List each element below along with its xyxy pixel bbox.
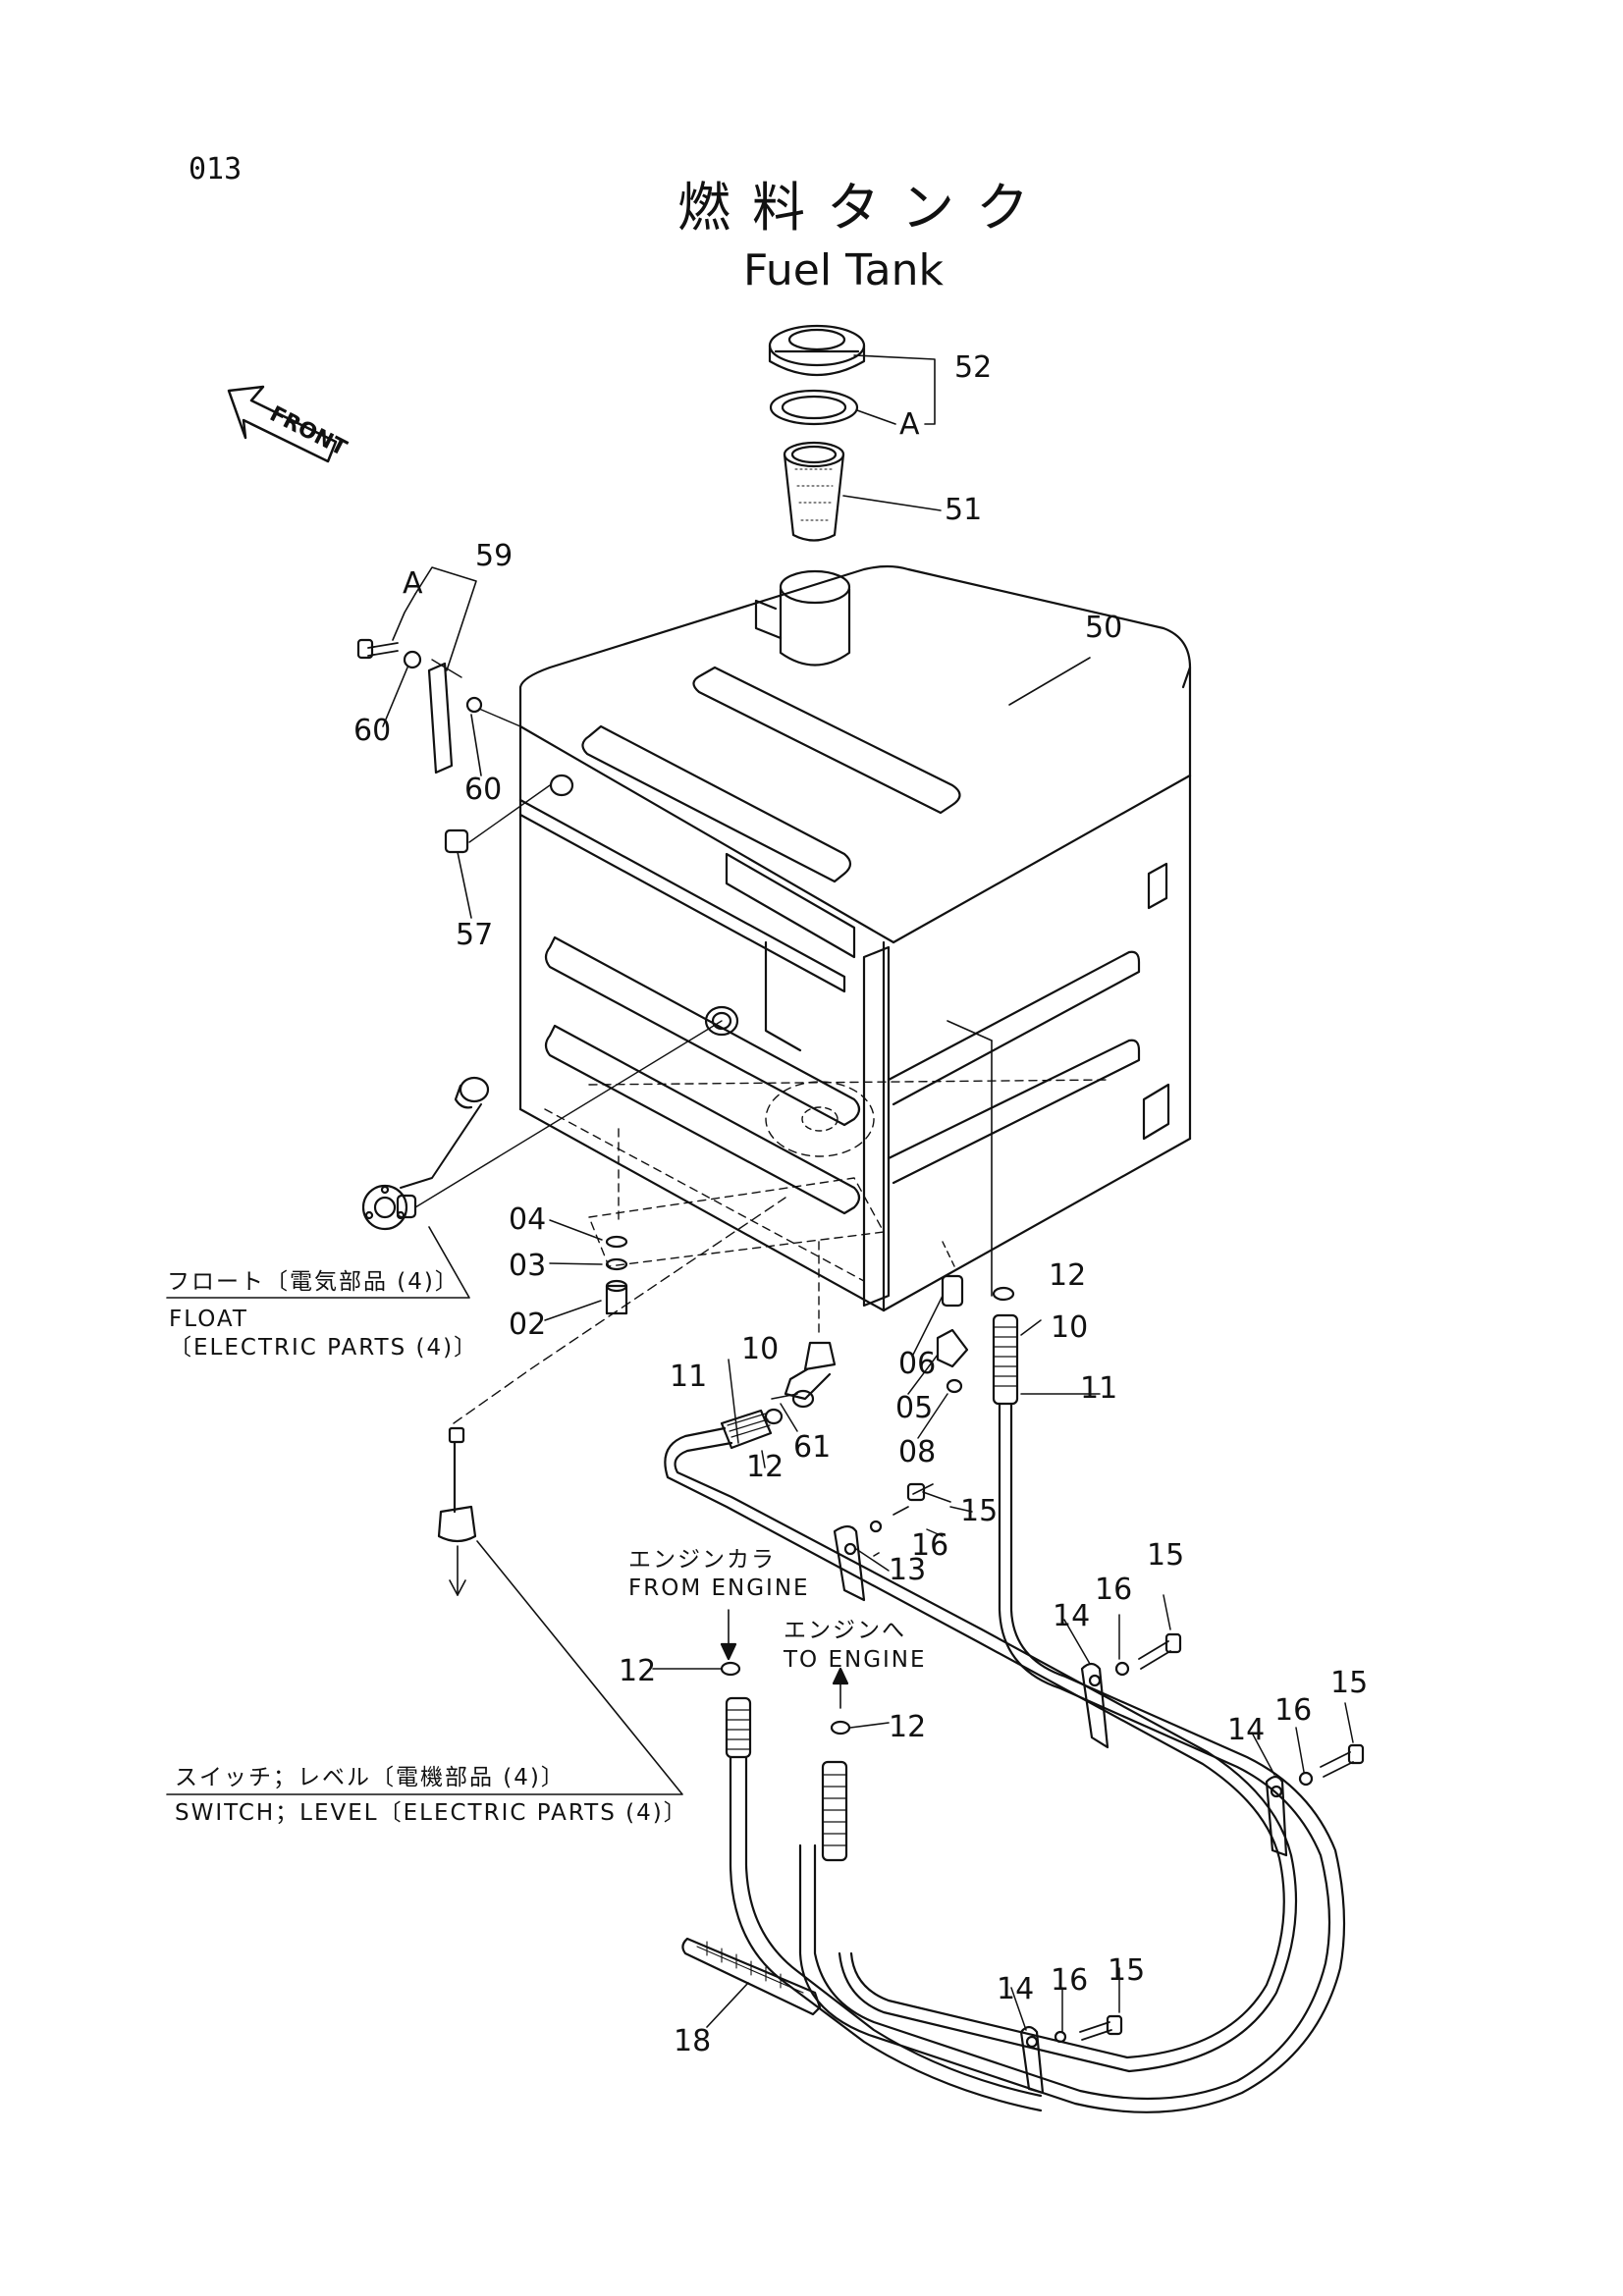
switch-note-jp: スイッチ；レベル〔電機部品 (4)〕 [175, 1765, 566, 1790]
part-number: 15 [960, 1494, 999, 1528]
filler-cap [770, 326, 864, 375]
part-number: 61 [793, 1430, 832, 1465]
cap-gasket [771, 391, 857, 424]
outlet-elbow [772, 1242, 835, 1431]
front-arrow-icon: FRONT [229, 387, 351, 461]
drain-plug [446, 785, 550, 918]
part-number: 16 [1095, 1573, 1133, 1607]
part-number: 12 [1049, 1258, 1087, 1293]
float-note-jp: フロート〔電気部品 (4)〕 [167, 1269, 460, 1295]
part-number: 16 [911, 1528, 949, 1563]
part-number: 06 [898, 1347, 937, 1381]
part-number: 03 [509, 1249, 547, 1283]
part-number: 13 [889, 1553, 927, 1587]
from-engine-jp: エンジンカラ [628, 1547, 776, 1573]
title-japanese: 燃料タンク [677, 177, 1051, 239]
part-number: 15 [1108, 1953, 1146, 1988]
from-engine-en: FROM ENGINE [628, 1575, 810, 1601]
part-number: A [403, 566, 423, 601]
hose-clamp-14c [1011, 1968, 1121, 2093]
cable-tie [682, 1939, 820, 2027]
part-number: 02 [509, 1308, 547, 1342]
title-english: Fuel Tank [743, 245, 944, 295]
return-hose [800, 1021, 1344, 2112]
part-number: 12 [889, 1710, 927, 1744]
part-number: 10 [1051, 1310, 1089, 1345]
part-number: 05 [895, 1391, 934, 1425]
part-number: 15 [1330, 1666, 1369, 1700]
return-fitting [908, 1242, 967, 1438]
filler-strainer [784, 443, 843, 541]
part-number: 59 [475, 539, 514, 573]
float-unit [363, 1021, 722, 1229]
part-number: 11 [670, 1360, 708, 1394]
part-number: 15 [1147, 1538, 1185, 1573]
part-number: 12 [619, 1654, 657, 1688]
part-number: 14 [1227, 1713, 1266, 1747]
hose-clamp-14a [1064, 1595, 1180, 1747]
part-number: 14 [1053, 1599, 1091, 1633]
part-number: 50 [1085, 611, 1123, 645]
part-number: 08 [898, 1435, 937, 1469]
engine-hoses [653, 1610, 1041, 2110]
part-number: 52 [954, 350, 993, 385]
page-code: 013 [189, 152, 243, 187]
part-number: 04 [509, 1202, 547, 1237]
part-number: 57 [456, 918, 494, 952]
part-number: 14 [997, 1972, 1035, 2006]
part-number: 16 [1274, 1693, 1313, 1728]
part-number: 10 [741, 1332, 780, 1366]
part-number: A [899, 407, 920, 442]
part-number: 12 [746, 1450, 784, 1484]
level-switch [167, 1198, 785, 1794]
fuel-tank-body [520, 566, 1190, 1310]
part-number: 16 [1051, 1963, 1089, 1998]
switch-note-en: SWITCH；LEVEL〔ELECTRIC PARTS (4)〕 [175, 1800, 688, 1826]
to-engine-en: TO ENGINE [784, 1647, 927, 1673]
part-number: 60 [353, 714, 392, 748]
part-number: 51 [945, 493, 983, 527]
hose-clamp-14b [1252, 1703, 1363, 1855]
hose-clamp-13 [835, 1484, 950, 1600]
part-number: 18 [674, 2024, 712, 2058]
to-engine-jp: エンジンへ [784, 1618, 906, 1643]
clamp-bracket [358, 640, 520, 773]
supply-hose [665, 1360, 1296, 2071]
drain-cock [545, 1129, 626, 1320]
part-number: 11 [1080, 1371, 1118, 1406]
float-note-en-2: 〔ELECTRIC PARTS (4)〕 [169, 1335, 479, 1361]
float-note-en-1: FLOAT [169, 1307, 248, 1332]
part-number: 60 [464, 773, 503, 807]
